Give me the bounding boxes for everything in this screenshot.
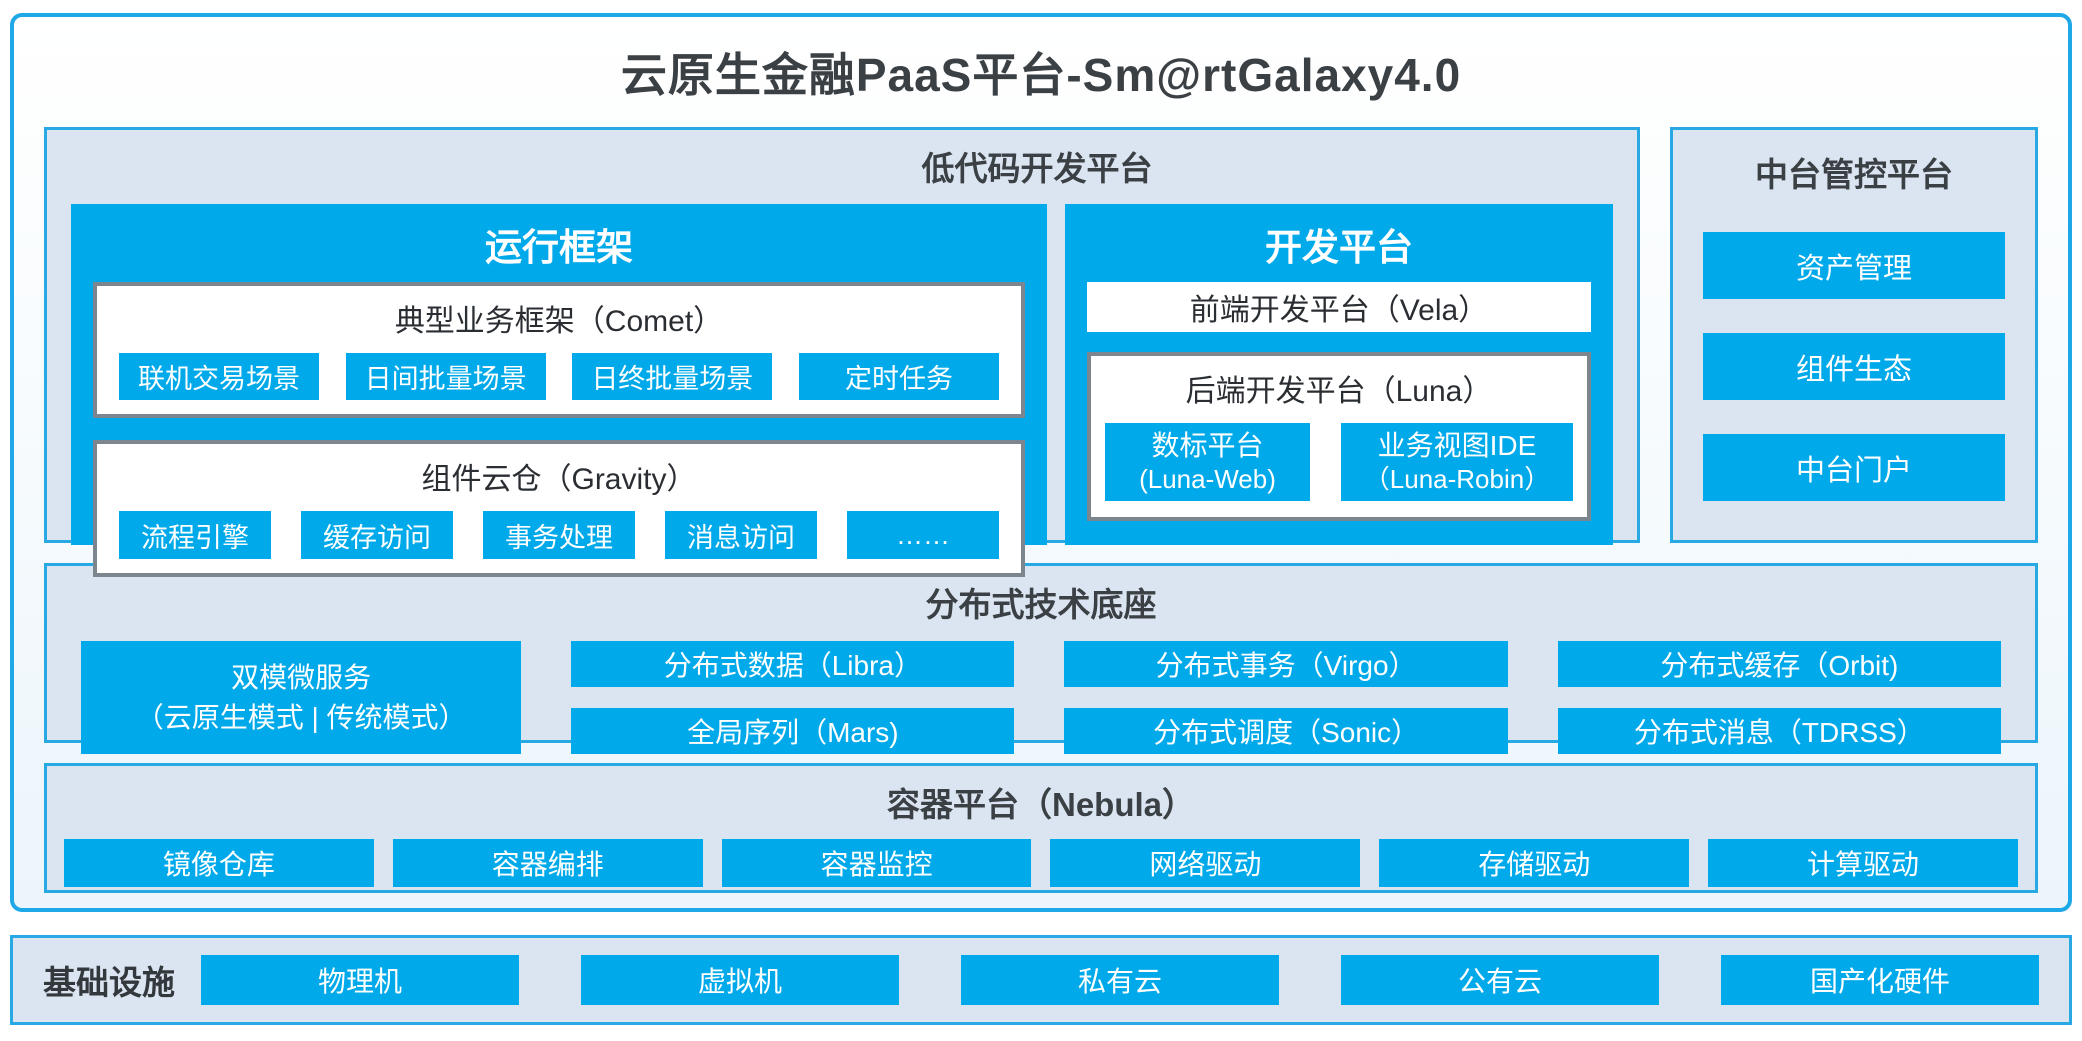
container-item: 存储驱动 (1379, 839, 1690, 887)
infrastructure-items-row: 物理机 虚拟机 私有云 公有云 国产化硬件 (201, 955, 2039, 1005)
luna-web-sublabel: (Luna-Web) (1139, 464, 1276, 495)
frameworks-row: 运行框架 典型业务框架（Comet） 联机交易场景 日间批量场景 日终批量场景 … (71, 204, 1613, 577)
dual-mode-sublabel: （云原生模式 | 传统模式） (135, 701, 467, 733)
container-platform-title: 容器平台（Nebula） (886, 786, 1196, 823)
comet-title: 典型业务框架（Comet） (394, 305, 724, 338)
gravity-item: 事务处理 (482, 511, 635, 559)
distributed-base-title: 分布式技术底座 (925, 586, 1157, 623)
container-platform-panel: 容器平台（Nebula） 镜像仓库 容器编排 容器监控 网络驱动 存储驱动 计算… (44, 763, 2038, 893)
comet-item: 日间批量场景 (345, 353, 546, 400)
comet-item: 日终批量场景 (572, 353, 773, 400)
platform-diagram: 云原生金融PaaS平台-Sm@rtGalaxy4.0 低代码开发平台 运行框架 … (10, 13, 2072, 912)
runtime-framework-title: 运行框架 (484, 227, 633, 268)
midplatform-item: 资产管理 (1703, 232, 2005, 299)
dual-mode-microservice-box: 双模微服务 （云原生模式 | 传统模式） (81, 641, 522, 754)
runtime-framework-panel: 运行框架 典型业务框架（Comet） 联机交易场景 日间批量场景 日终批量场景 … (71, 204, 1047, 577)
infrastructure-item: 公有云 (1341, 955, 1659, 1005)
distributed-item: 分布式数据（Libra） (571, 641, 1015, 687)
vela-box: 前端开发平台（Vela） (1086, 282, 1591, 332)
gravity-item-ellipsis: …… (846, 511, 999, 559)
container-item: 容器监控 (721, 839, 1032, 887)
gravity-box: 组件云仓（Gravity） 流程引擎 缓存访问 事务处理 消息访问 …… (93, 440, 1025, 577)
comet-item: 定时任务 (798, 353, 999, 400)
luna-items-row: 数标平台 (Luna-Web) 业务视图IDE （Luna-Robin） (1104, 423, 1573, 501)
luna-robin-label: 业务视图IDE (1377, 430, 1537, 462)
dev-platform-title: 开发平台 (1264, 227, 1413, 268)
distributed-item: 分布式事务（Virgo） (1064, 641, 1508, 687)
container-item: 计算驱动 (1708, 839, 2018, 887)
top-row: 低代码开发平台 运行框架 典型业务框架（Comet） 联机交易场景 日间批量场景… (44, 127, 2038, 577)
distributed-col-3: 分布式缓存（Orbit) 分布式消息（TDRSS） (1557, 641, 2001, 754)
distributed-grid: 双模微服务 （云原生模式 | 传统模式） 分布式数据（Libra） 全局序列（M… (81, 641, 2001, 754)
midplatform-item: 中台门户 (1703, 434, 2005, 501)
infrastructure-item: 国产化硬件 (1721, 955, 2039, 1005)
infrastructure-title: 基础设施 (43, 964, 175, 1001)
luna-title: 后端开发平台（Luna） (1185, 375, 1493, 408)
lowcode-title: 低代码开发平台 (921, 150, 1153, 187)
distributed-col-1: 分布式数据（Libra） 全局序列（Mars) (571, 641, 1015, 754)
dual-mode-label: 双模微服务 (231, 662, 372, 694)
comet-items-row: 联机交易场景 日间批量场景 日终批量场景 定时任务 (119, 353, 999, 400)
distributed-col-2: 分布式事务（Virgo） 分布式调度（Sonic） (1064, 641, 1508, 754)
midplatform-item: 组件生态 (1703, 333, 2005, 400)
luna-box: 后端开发平台（Luna） 数标平台 (Luna-Web) 业务视图IDE （Lu… (1086, 352, 1591, 521)
container-item: 网络驱动 (1050, 839, 1361, 887)
gravity-item: 缓存访问 (300, 511, 453, 559)
comet-item: 联机交易场景 (119, 353, 319, 400)
distributed-col-dual-mode: 双模微服务 （云原生模式 | 传统模式） (81, 641, 522, 754)
distributed-item: 分布式调度（Sonic） (1064, 708, 1508, 754)
luna-web-label: 数标平台 (1151, 430, 1264, 462)
midplatform-title: 中台管控平台 (1755, 156, 1953, 193)
luna-robin-box: 业务视图IDE （Luna-Robin） (1341, 423, 1573, 501)
comet-box: 典型业务框架（Comet） 联机交易场景 日间批量场景 日终批量场景 定时任务 (93, 282, 1025, 418)
gravity-item: 消息访问 (664, 511, 817, 559)
distributed-item: 分布式消息（TDRSS） (1557, 708, 2001, 754)
distributed-item: 分布式缓存（Orbit) (1557, 641, 2001, 687)
distributed-base-panel: 分布式技术底座 双模微服务 （云原生模式 | 传统模式） 分布式数据（Libra… (44, 563, 2038, 754)
infrastructure-item: 私有云 (961, 955, 1279, 1005)
diagram-content: 低代码开发平台 运行框架 典型业务框架（Comet） 联机交易场景 日间批量场景… (44, 127, 2038, 893)
gravity-title: 组件云仓（Gravity） (421, 463, 697, 496)
container-item: 容器编排 (392, 839, 703, 887)
gravity-items-row: 流程引擎 缓存访问 事务处理 消息访问 …… (119, 511, 999, 559)
container-item: 镜像仓库 (64, 839, 374, 887)
gravity-item: 流程引擎 (119, 511, 271, 559)
dev-platform-panel: 开发平台 前端开发平台（Vela） 后端开发平台（Luna） 数标平台 (Lun… (1064, 204, 1613, 545)
container-items-row: 镜像仓库 容器编排 容器监控 网络驱动 存储驱动 计算驱动 (64, 839, 2018, 887)
infrastructure-item: 虚拟机 (581, 955, 899, 1005)
infrastructure-bar: 基础设施 物理机 虚拟机 私有云 公有云 国产化硬件 (10, 935, 2072, 1025)
midplatform-panel: 中台管控平台 资产管理 组件生态 中台门户 (1670, 127, 2038, 543)
luna-web-box: 数标平台 (Luna-Web) (1104, 423, 1310, 501)
main-title: 云原生金融PaaS平台-Sm@rtGalaxy4.0 (620, 49, 1462, 101)
distributed-item: 全局序列（Mars) (571, 708, 1015, 754)
infrastructure-item: 物理机 (201, 955, 519, 1005)
lowcode-panel: 低代码开发平台 运行框架 典型业务框架（Comet） 联机交易场景 日间批量场景… (44, 127, 1640, 577)
luna-robin-sublabel: （Luna-Robin） (1363, 464, 1551, 495)
